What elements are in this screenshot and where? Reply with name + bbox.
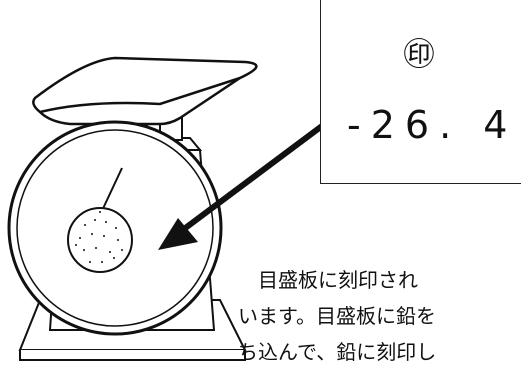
scale-tray [32,56,258,126]
caption-line: ち込んで、鉛に刻印し [238,340,437,364]
seal-serial-number: -26. 4 [347,103,518,147]
caption-line: います。目盛板に鉛を [238,304,436,328]
seal-closeup-panel: ㊞ -26. 4 [320,0,521,184]
dial-needle [99,167,123,216]
caption-text: 目盛板に刻印され います。目盛板に鉛を ち込んで、鉛に刻印し [238,262,436,370]
lead-seal [67,207,133,273]
pointer-arrow [158,117,332,250]
seal-stamp-mark: ㊞ [403,35,436,73]
caption-line: 目盛板に刻印され [238,268,418,292]
